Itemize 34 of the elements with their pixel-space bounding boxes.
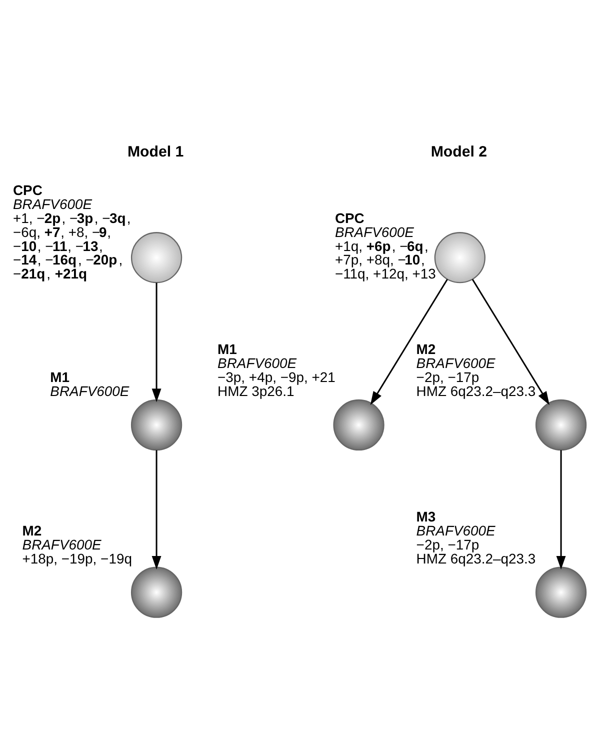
node-label: M2 [22,522,42,538]
label: Model 2 [430,142,488,160]
arrow [472,278,550,404]
node-label: M2 [416,340,436,357]
node-label: +1q, +6p, −6q, +7p, +8q, −10, −11q, +12q, +13 [334,237,436,282]
node-circle [130,232,182,283]
node-label: CPC [12,181,42,198]
node-label: BRAFV600E [416,354,496,371]
node-label: BRAFV600E [12,195,92,212]
node-label: BRAFV600E [22,536,102,552]
arrow [152,282,162,402]
arrow [556,450,566,569]
node-label: BRAFV600E [218,354,297,371]
node-label: +18p, −19p, −19q [22,550,132,566]
label: Model 1 [127,142,184,160]
node-label: −2p, −17p [416,536,480,552]
arrow [370,278,448,404]
node-label: BRAFV600E [334,223,414,240]
node-label: CPC [334,209,364,226]
node-circle [130,398,182,450]
arrow [152,450,162,569]
node-circle [333,398,384,450]
node-label: −3p, +4p, −9p, +21 [218,368,336,385]
node-label: BRAFV600E [416,522,496,538]
node-label: M3 [416,508,436,524]
node-label: M1 [50,368,70,385]
node-label: BRAFV600E [50,382,130,399]
node-circle [535,398,587,450]
node-circle [130,566,182,618]
node-circle [434,232,486,283]
node-label: M1 [218,340,237,357]
node-circle [535,566,587,618]
node-label: +1, −2p, −3p, −3q, −6q, +7, +8, −9, −10, −11, −13, −14, −16q, −20p, −21q, +21q [12,209,131,282]
node-label: −2p, −17p [416,368,480,385]
